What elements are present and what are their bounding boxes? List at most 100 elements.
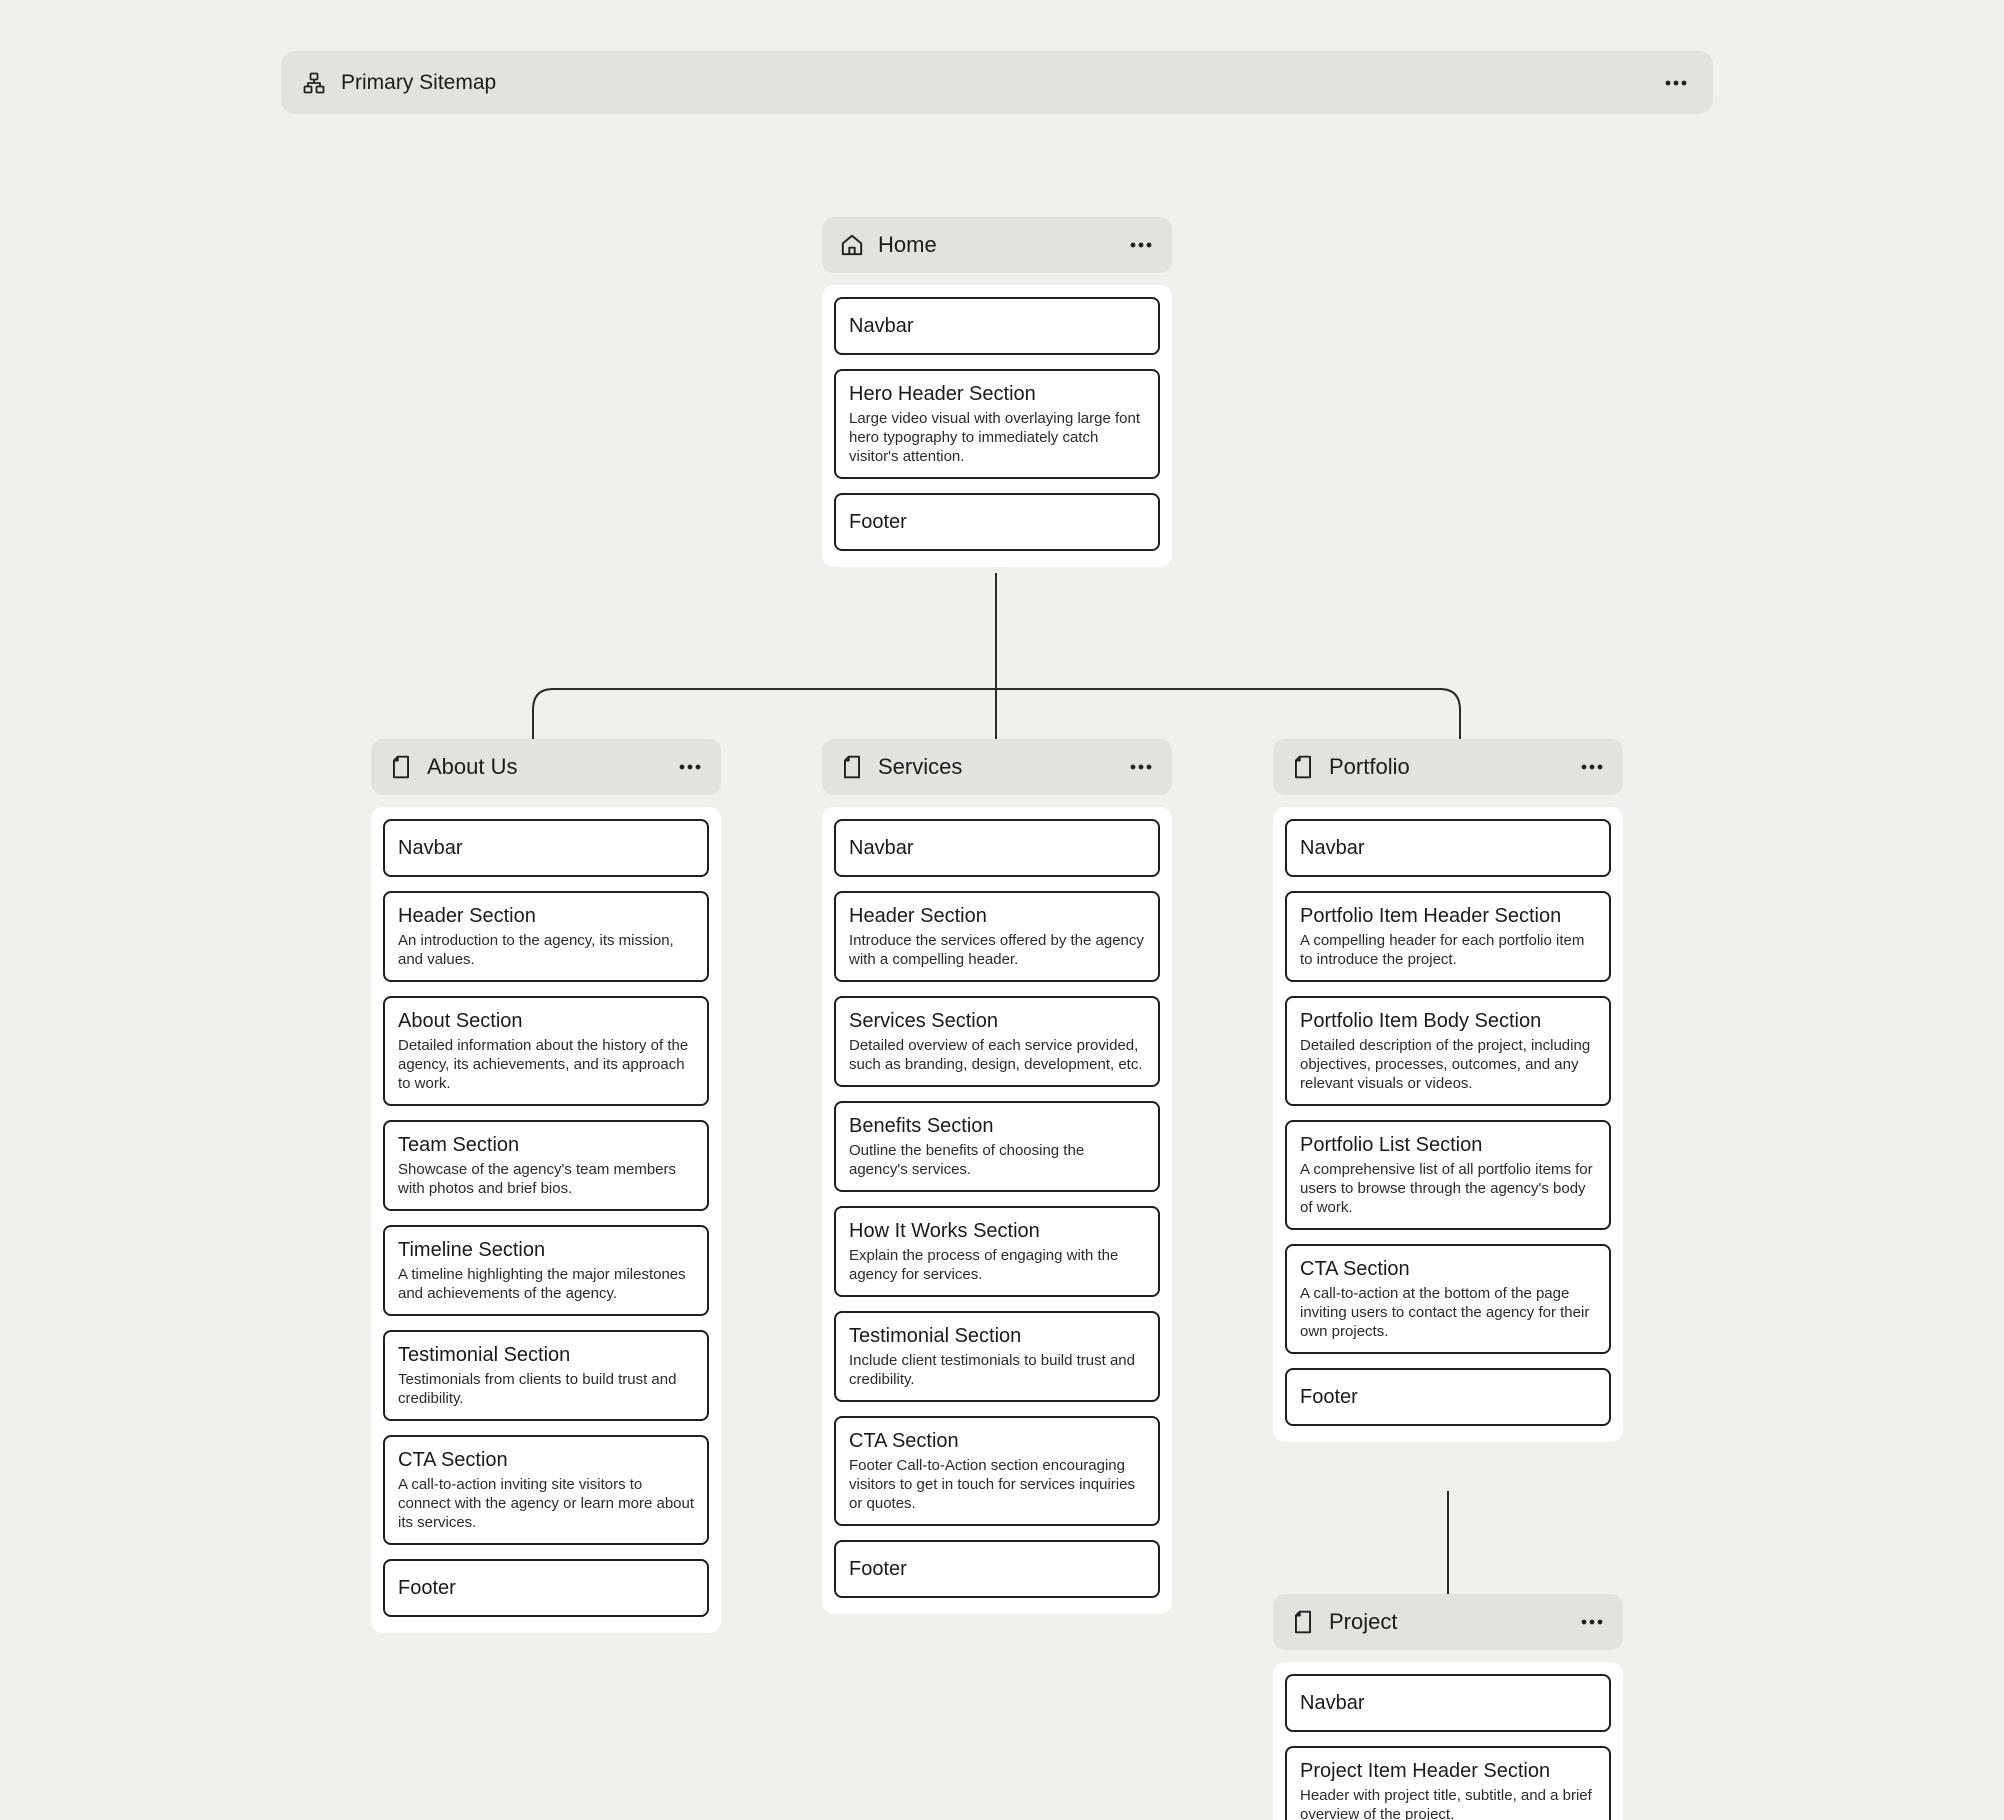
section-description: Testimonials from clients to build trust… [398, 1371, 677, 1407]
section-description: Detailed overview of each service provid… [849, 1037, 1143, 1073]
page-title: Portfolio [1329, 754, 1410, 779]
section-title: CTA Section [398, 1449, 508, 1471]
section-title: Header Section [398, 905, 536, 927]
section-card[interactable]: Navbar [1285, 1674, 1611, 1732]
section-card[interactable]: Footer [383, 1559, 709, 1617]
page-title: About Us [427, 754, 518, 779]
section-description: Outline the benefits of choosing the age… [849, 1142, 1085, 1178]
section-description: Showcase of the agency's team members wi… [398, 1161, 676, 1197]
section-description: Introduce the services offered by the ag… [849, 932, 1144, 968]
more-options-icon[interactable] [1575, 753, 1609, 781]
section-title: About Section [398, 1010, 523, 1032]
home-icon [838, 231, 866, 259]
page-title: Project [1329, 1609, 1398, 1634]
section-description: Large video visual with overlaying large… [849, 410, 1140, 465]
section-title: Navbar [849, 837, 914, 859]
section-title: Testimonial Section [398, 1344, 571, 1366]
section-title: Footer [1300, 1386, 1358, 1408]
section-title: How It Works Section [849, 1220, 1040, 1242]
section-description: A compelling header for each portfolio i… [1300, 932, 1585, 968]
section-title: Header Section [849, 905, 987, 927]
section-description: Footer Call-to-Action section encouragin… [849, 1457, 1135, 1512]
sitemap-toolbar: Primary Sitemap [281, 51, 1713, 114]
section-description: Detailed description of the project, inc… [1300, 1037, 1591, 1092]
section-title: CTA Section [1300, 1258, 1410, 1280]
more-options-icon[interactable] [673, 753, 707, 781]
section-description: A call-to-action at the bottom of the pa… [1300, 1285, 1590, 1340]
section-card[interactable]: CTA Section A call-to-action inviting sit… [383, 1435, 709, 1545]
section-title: Services Section [849, 1010, 998, 1032]
section-card[interactable]: Footer [834, 1540, 1160, 1598]
section-card[interactable]: Navbar [834, 819, 1160, 877]
more-options-icon[interactable] [1124, 753, 1158, 781]
section-card[interactable]: Navbar [1285, 819, 1611, 877]
section-description: An introduction to the agency, its missi… [398, 932, 674, 968]
section-card[interactable]: Navbar [834, 297, 1160, 355]
page-icon [387, 753, 415, 781]
section-title: CTA Section [849, 1430, 959, 1452]
page-header[interactable]: About Us [371, 739, 721, 795]
page-header[interactable]: Home [822, 217, 1172, 273]
more-options-icon[interactable] [1575, 1608, 1609, 1636]
section-description: A call-to-action inviting site visitors … [398, 1476, 695, 1531]
page-header[interactable]: Services [822, 739, 1172, 795]
section-title: Benefits Section [849, 1115, 994, 1137]
section-description: Header with project title, subtitle, and… [1300, 1787, 1592, 1820]
section-title: Portfolio List Section [1300, 1134, 1483, 1156]
section-description: A comprehensive list of all portfolio it… [1300, 1161, 1593, 1216]
page-header[interactable]: Portfolio [1273, 739, 1623, 795]
section-card[interactable]: Footer [1285, 1368, 1611, 1426]
section-title: Portfolio Item Body Section [1300, 1010, 1542, 1032]
more-options-icon[interactable] [1124, 231, 1158, 259]
section-description: A timeline highlighting the major milest… [398, 1266, 686, 1302]
section-card[interactable]: CTA Section A call-to-action at the botto… [1285, 1244, 1611, 1354]
section-title: Footer [849, 511, 907, 533]
section-card[interactable]: Portfolio Item Header Section A compellin… [1285, 891, 1611, 982]
sitemap-icon [301, 70, 327, 96]
section-description: Explain the process of engaging with the… [849, 1247, 1119, 1283]
section-title: Team Section [398, 1134, 520, 1156]
section-title: Navbar [398, 837, 463, 859]
section-title: Navbar [1300, 837, 1365, 859]
section-title: Project Item Header Section [1300, 1760, 1551, 1782]
section-description: Detailed information about the history o… [398, 1037, 689, 1092]
section-title: Navbar [1300, 1692, 1365, 1714]
page-title: Home [878, 232, 937, 257]
more-options-icon[interactable] [1659, 69, 1693, 97]
section-title: Testimonial Section [849, 1325, 1022, 1347]
page-title: Services [878, 754, 963, 779]
page-icon [1289, 1608, 1317, 1636]
section-title: Footer [398, 1577, 456, 1599]
page-header[interactable]: Project [1273, 1594, 1623, 1650]
section-title: Footer [849, 1558, 907, 1580]
section-card[interactable]: Navbar [383, 819, 709, 877]
section-card[interactable]: Portfolio List Section A comprehensive li… [1285, 1120, 1611, 1230]
section-card[interactable]: Footer [834, 493, 1160, 551]
section-title: Navbar [849, 315, 914, 337]
section-card[interactable]: Header Section An introduction to the age… [383, 891, 709, 982]
section-title: Portfolio Item Header Section [1300, 905, 1562, 927]
page-icon [1289, 753, 1317, 781]
section-title: Hero Header Section [849, 383, 1036, 405]
